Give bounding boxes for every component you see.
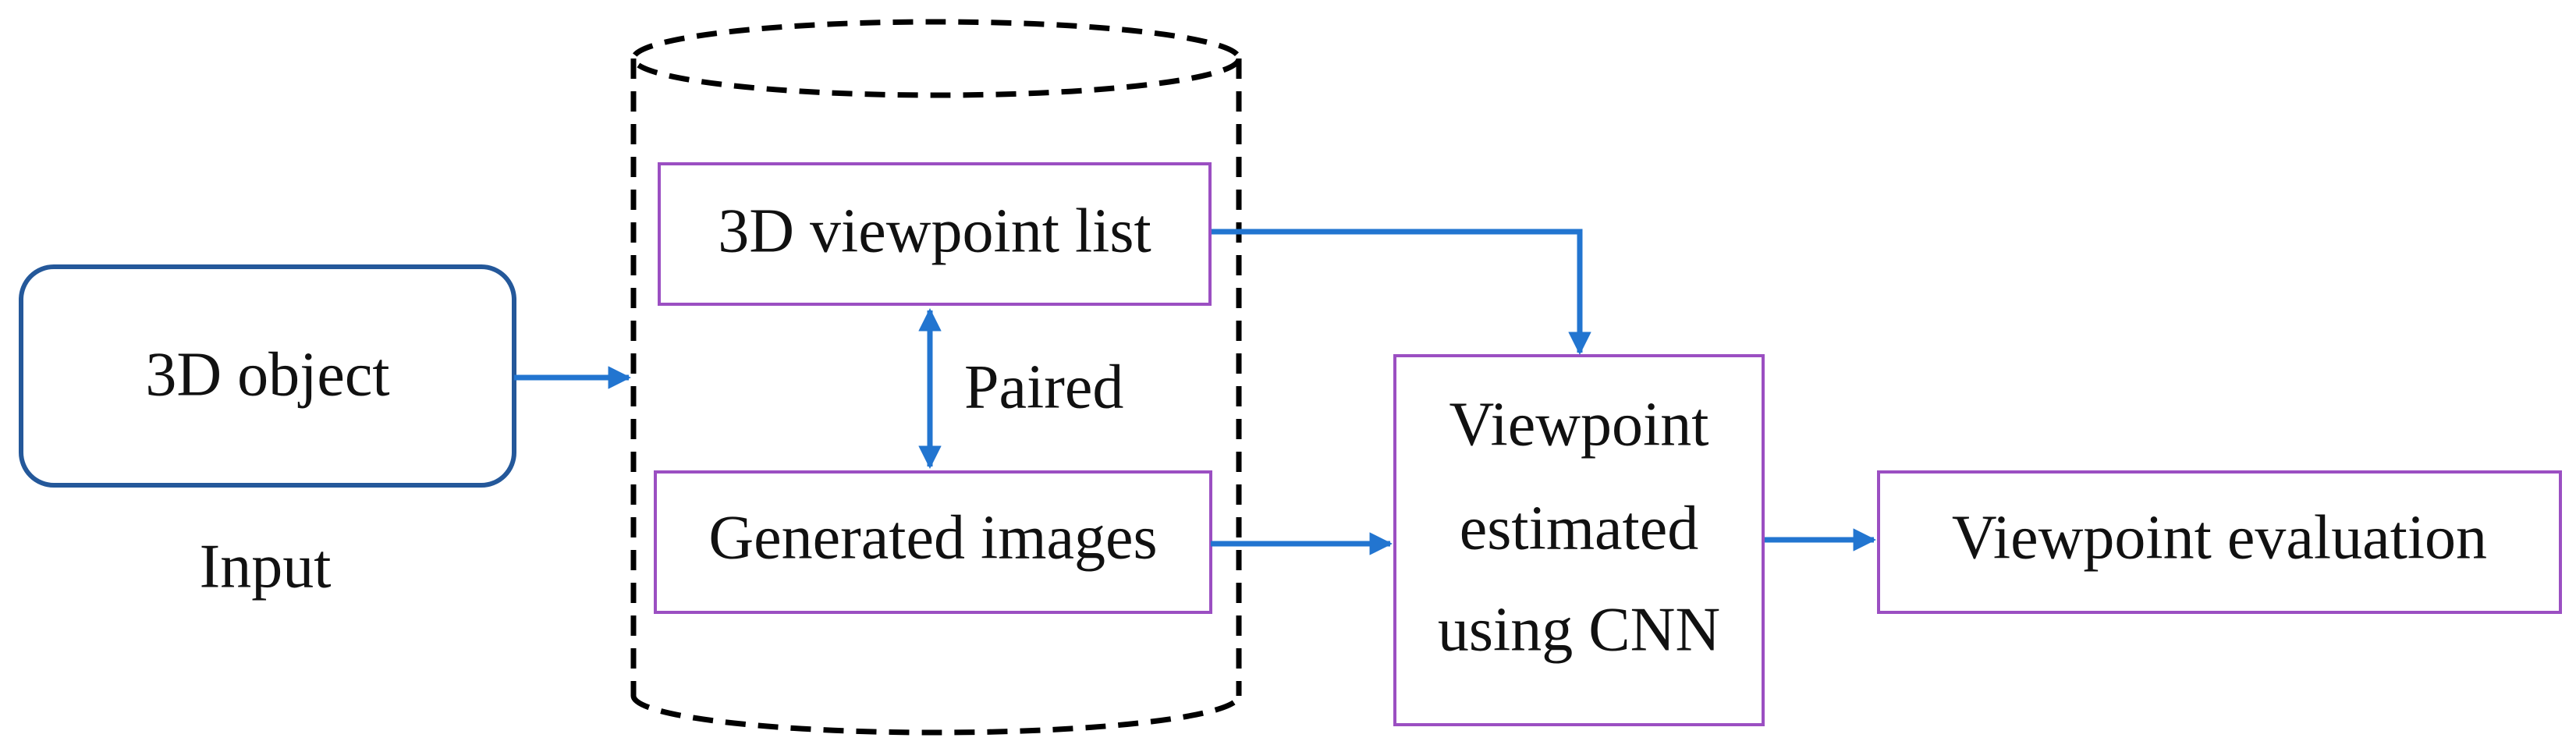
- generated-images-box: [654, 470, 1212, 614]
- viewpoint-list-label: 3D viewpoint list: [718, 197, 1151, 265]
- cnn-estimator-line-3: using CNN: [1438, 595, 1720, 664]
- cnn-estimator-line-2: estimated: [1460, 494, 1699, 562]
- paired-label: Paired: [964, 353, 1123, 421]
- viewpoint-list-box: [658, 162, 1212, 306]
- database-top-ellipse: [630, 19, 1242, 98]
- database-cylinder: [630, 19, 1242, 736]
- input-object-label: 3D object: [145, 340, 389, 409]
- evaluation-box: [1877, 470, 2562, 614]
- cnn-estimator-line-1: Viewpoint: [1449, 390, 1709, 459]
- cnn-estimator-box: [1393, 354, 1765, 726]
- input-caption: Input: [200, 532, 332, 601]
- evaluation-label: Viewpoint evaluation: [1952, 503, 2487, 572]
- arrow-viewpoint-list-to-cnn: [1212, 229, 1591, 355]
- database-bottom-arc: [630, 695, 1242, 736]
- generated-images-label: Generated images: [708, 503, 1157, 572]
